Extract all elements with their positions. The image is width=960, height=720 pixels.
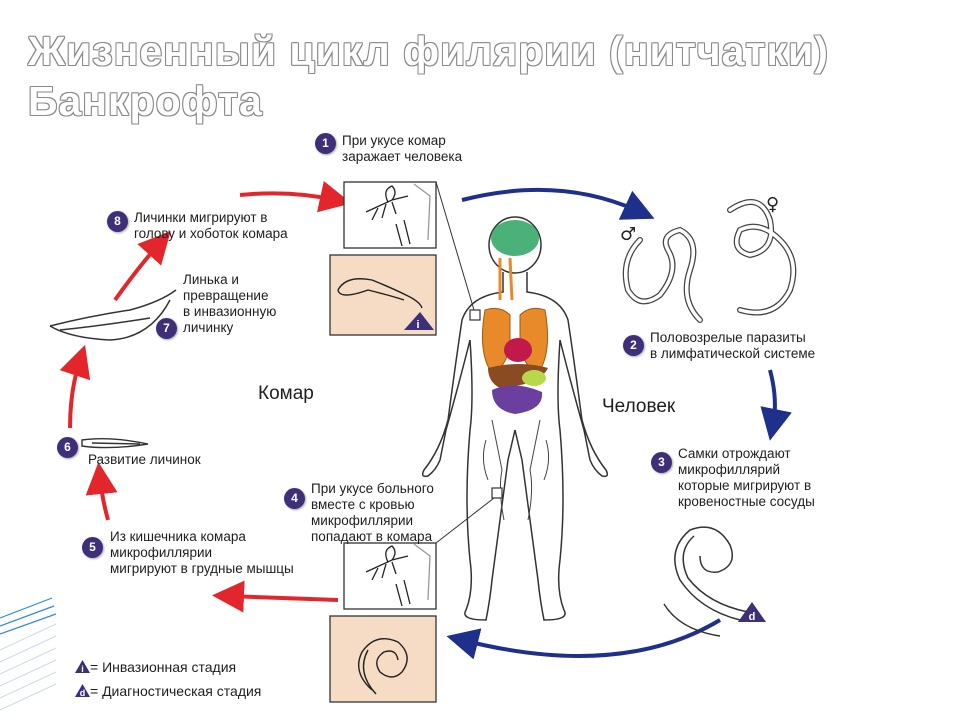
microfilaria-bottom-drawing: [358, 638, 408, 695]
svg-text:i: i: [81, 664, 84, 673]
larva-developing-drawing: [81, 437, 149, 449]
legend-invasive-text: = Инвазионная стадия: [90, 659, 237, 675]
svg-text:d: d: [749, 611, 756, 623]
adult-worms-inner: [624, 200, 796, 322]
lungs: [481, 307, 549, 371]
larva-top-drawing: [337, 278, 423, 309]
step-badge-8: 8: [107, 211, 128, 232]
title-line-2: Банкрофта: [28, 78, 263, 124]
arrow-8-to-1: [239, 180, 352, 213]
callout-box-lower: [491, 487, 503, 499]
mosquito-icon-top: [365, 183, 431, 247]
step-badge-2: 2: [623, 335, 644, 356]
host-label-mosquito: Комар: [258, 383, 314, 404]
svg-text:i: i: [416, 319, 419, 331]
callout-box-upper: [469, 309, 481, 321]
arrow-7-to-8: [113, 231, 171, 302]
page-title: Жизненный цикл филярии (нитчатки) Банкро…: [28, 26, 928, 126]
diagnostic-stage-icon: d: [75, 684, 90, 697]
step-badge-6: 6: [57, 437, 78, 458]
callout-line-upper: [435, 181, 475, 311]
esophagus: [498, 257, 514, 301]
microfilaria-coil-drawing: [663, 526, 749, 637]
diagnostic-stage-icon: [738, 602, 766, 622]
human-body-outline: [421, 216, 609, 621]
invasive-stage-icon: i: [75, 660, 90, 673]
host-label-human: Человек: [602, 396, 676, 417]
arrow-4-to-5: [212, 580, 339, 613]
arrow-5-to-6: [85, 462, 118, 521]
heart: [504, 338, 532, 362]
svg-text:d: d: [80, 688, 86, 697]
legend-invasive: i = Инвазионная стадия: [75, 659, 236, 675]
invasive-stage-icon-top: [404, 312, 434, 330]
male-symbol: ♂: [620, 224, 636, 245]
legend-diagnostic: d = Диагностическая стадия: [75, 683, 261, 699]
title-line-1: Жизненный цикл филярии (нитчатки): [28, 28, 829, 74]
decorative-corner-stripes: [0, 597, 57, 711]
step-6-text: Развитие личинок: [88, 452, 201, 467]
step-badge-7: 7: [156, 318, 177, 339]
brain: [491, 220, 539, 256]
callout-line-lower: [435, 497, 495, 544]
lymphatic-vessels: [482, 419, 550, 521]
mosquito-bite-panel-top: [343, 181, 437, 249]
legend-diagnostic-text: = Диагностическая стадия: [90, 683, 262, 699]
stomach: [522, 370, 546, 386]
intestines: [492, 385, 543, 414]
female-symbol: ♀: [766, 194, 779, 215]
arrow-3-to-4: [446, 618, 722, 660]
step-badge-1: 1: [315, 133, 336, 154]
liver: [488, 364, 548, 388]
mosquito-icon-bottom: [365, 543, 431, 607]
microfilaria-panel-bottom: [329, 615, 437, 703]
mosquito-bite-panel-bottom: [343, 542, 437, 610]
arrow-1-to-2: [461, 187, 655, 220]
arrow-2-to-3: [760, 369, 792, 441]
step-badge-4: 4: [284, 488, 305, 509]
step-badge-3: 3: [651, 452, 672, 473]
step-badge-5: 5: [82, 537, 103, 558]
arrow-6-to-7: [59, 344, 91, 429]
larva-molting-drawing: [49, 289, 177, 341]
